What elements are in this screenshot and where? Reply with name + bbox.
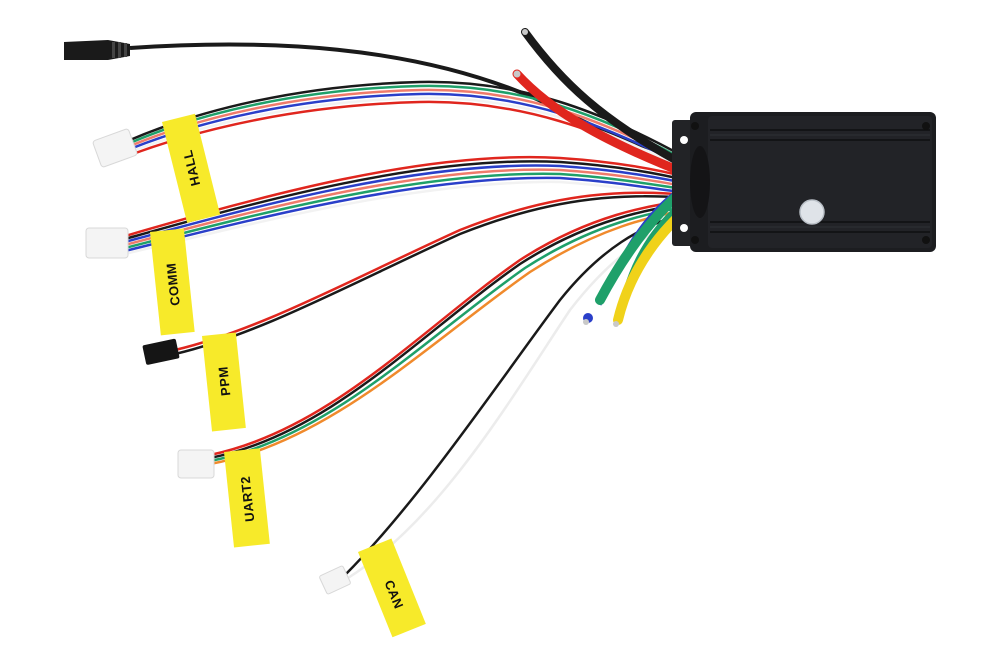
ppm-wire [142, 191, 691, 365]
label-uart2: UART2 [224, 448, 270, 548]
power-button-icon [799, 199, 825, 225]
battery-positive-lead [512, 69, 695, 180]
ppm-connector-icon [142, 338, 180, 365]
hall-connector-icon [92, 128, 138, 168]
label-hall: HALL [162, 113, 221, 223]
label-ppm: PPM [202, 332, 246, 432]
label-can: CAN [358, 538, 426, 638]
comm-connector-icon [85, 227, 129, 259]
label-uart2-text: UART2 [238, 475, 258, 522]
uart2-connector-icon [177, 449, 215, 479]
label-comm-text: COMM [163, 262, 182, 307]
label-comm: COMM [150, 228, 195, 336]
label-ppm-text: PPM [215, 366, 233, 397]
uart2-wire-bundle [177, 198, 691, 479]
comm-wire-bundle [85, 155, 691, 259]
power-leads [512, 28, 695, 180]
esc-controller [672, 112, 936, 252]
battery-negative-lead [521, 28, 694, 172]
can-connector-icon [319, 565, 351, 595]
